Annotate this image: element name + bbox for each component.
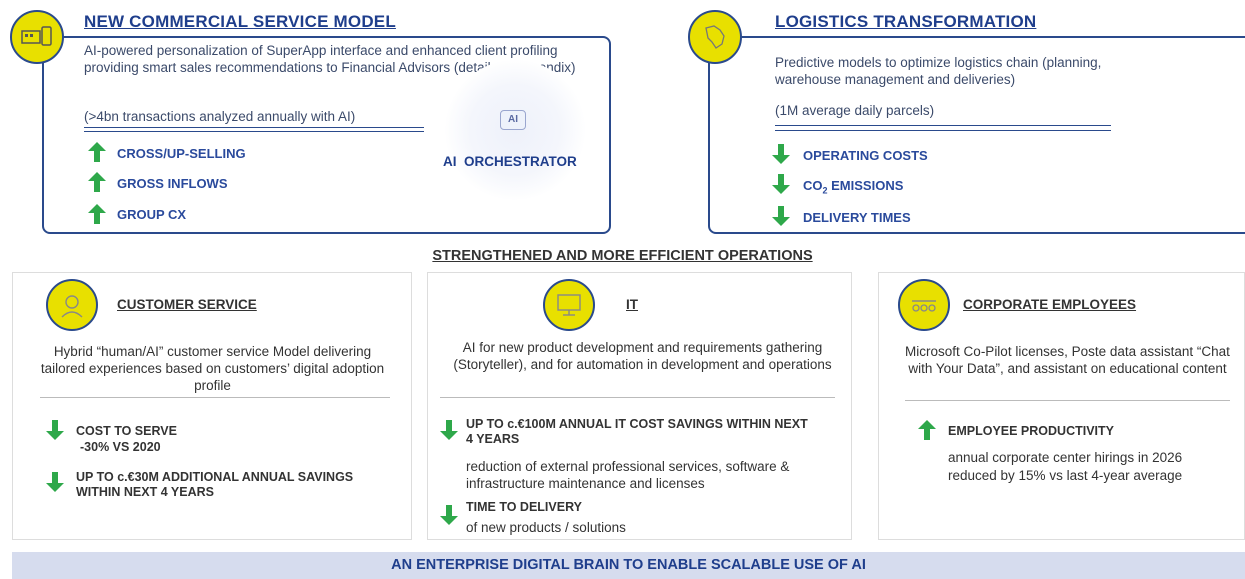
down-arrow-icon: [772, 144, 790, 164]
ai-orchestrator-graphic: [445, 60, 585, 200]
kpi-delivery-times: DELIVERY TIMES: [803, 210, 911, 225]
down-arrow-icon: [772, 174, 790, 194]
divider: [84, 131, 424, 132]
kpi-additional-savings: UP TO c.€30M ADDITIONAL ANNUAL SAVINGS W…: [76, 470, 354, 499]
monitor-icon: [543, 279, 595, 331]
it-cost-savings-detail: reduction of external professional servi…: [466, 459, 790, 491]
kpi-employee-productivity: EMPLOYEE PRODUCTIVITY: [948, 424, 1114, 438]
divider: [905, 400, 1230, 401]
divider: [775, 130, 1111, 131]
down-arrow-icon: [772, 206, 790, 226]
kpi-operating-costs: OPERATING COSTS: [803, 148, 928, 163]
down-arrow-icon: [46, 472, 64, 492]
customer-service-card: [12, 272, 412, 540]
devices-icon: [10, 10, 64, 64]
commercial-note: (>4bn transactions analyzed annually wit…: [84, 109, 356, 124]
kpi-cross-up-selling: CROSS/UP-SELLING: [117, 146, 246, 161]
logistics-description: Predictive models to optimize logistics …: [775, 55, 1102, 87]
commercial-panel: [42, 36, 611, 234]
kpi-time-to-delivery: TIME TO DELIVERY: [466, 500, 582, 514]
divider: [440, 397, 835, 398]
up-arrow-icon: [88, 172, 106, 192]
agent-icon: [46, 279, 98, 331]
down-arrow-icon: [46, 420, 64, 440]
operations-title: STRENGTHENED AND MORE EFFICIENT OPERATIO…: [432, 248, 813, 264]
down-arrow-icon: [440, 505, 458, 525]
logistics-panel: [708, 36, 1245, 234]
employee-productivity-detail: annual corporate center hirings in 2026 …: [948, 450, 1183, 483]
down-arrow-icon: [440, 420, 458, 440]
divider: [40, 397, 390, 398]
time-to-delivery-detail: of new products / solutions: [466, 520, 626, 535]
commercial-description: AI-powered personalization of SuperApp i…: [84, 43, 576, 75]
customer-service-title: CUSTOMER SERVICE: [117, 297, 257, 312]
logistics-title: LOGISTICS TRANSFORMATION: [775, 12, 1037, 31]
kpi-cost-to-serve-value: -30% VS 2020: [80, 440, 161, 454]
commercial-title: NEW COMMERCIAL SERVICE MODEL: [84, 12, 396, 31]
divider: [775, 125, 1111, 126]
ai-orchestrator-label: AI ORCHESTRATOR: [443, 154, 577, 169]
up-arrow-icon: [918, 420, 936, 440]
up-arrow-icon: [88, 204, 106, 224]
divider: [84, 127, 424, 128]
it-card: [427, 272, 852, 540]
corporate-employees-description: Microsoft Co-Pilot licenses, Poste data …: [905, 344, 1230, 376]
ai-chip-icon: AI: [500, 110, 526, 130]
corporate-employees-title: CORPORATE EMPLOYEES: [963, 297, 1137, 312]
it-description: AI for new product development and requi…: [453, 340, 832, 372]
customer-service-description: Hybrid “human/AI” customer service Model…: [40, 344, 385, 393]
up-arrow-icon: [88, 142, 106, 162]
people-icon: [898, 279, 950, 331]
enterprise-digital-brain-banner: AN ENTERPRISE DIGITAL BRAIN TO ENABLE SC…: [12, 552, 1245, 579]
kpi-group-cx: GROUP CX: [117, 207, 187, 222]
it-title: IT: [626, 297, 638, 312]
map-icon: [688, 10, 742, 64]
kpi-it-cost-savings: UP TO c.€100M ANNUAL IT COST SAVINGS WIT…: [466, 417, 808, 446]
kpi-gross-inflows: GROSS INFLOWS: [117, 176, 228, 191]
kpi-co2-emissions: CO2 EMISSIONS: [803, 178, 904, 196]
kpi-cost-to-serve: COST TO SERVE: [76, 424, 177, 438]
logistics-note: (1M average daily parcels): [775, 103, 935, 118]
